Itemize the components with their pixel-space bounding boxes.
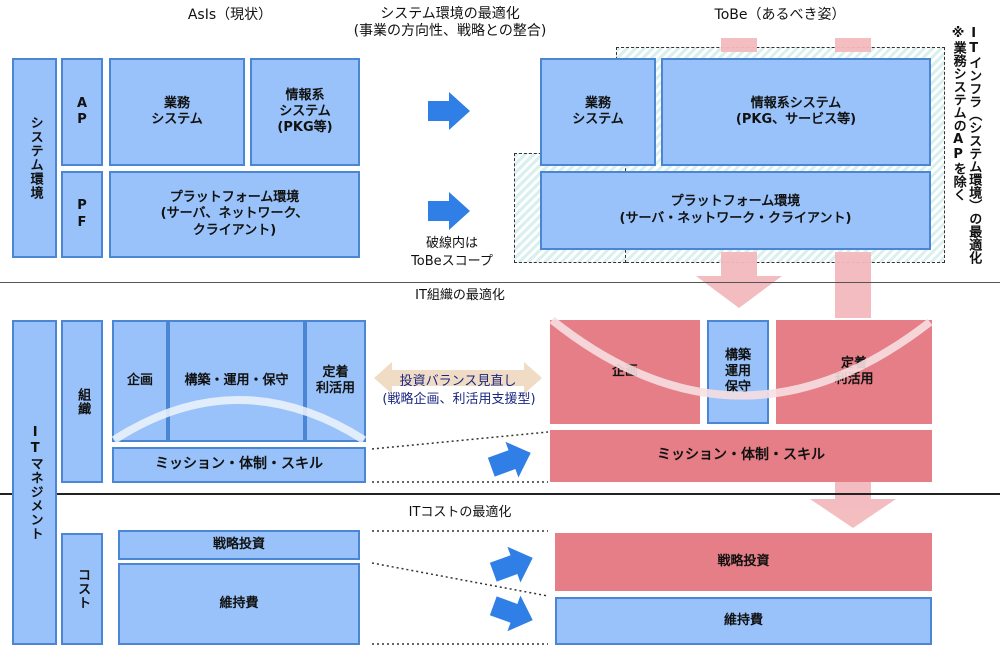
joho-system-asis: 情報系 システム (PKG等) — [250, 58, 360, 166]
it-management-label: ITマネジメント — [12, 320, 57, 645]
cost-label: コスト — [61, 533, 103, 645]
senryaku-tobe: 戦略投資 — [555, 533, 932, 591]
gyomu-system-tobe: 業務 システム — [540, 58, 656, 166]
balance-title: 投資バランス見直し — [399, 374, 517, 389]
separator-top — [0, 282, 1000, 283]
asis-header: AsIs（現状） — [187, 7, 273, 23]
mission-tobe: ミッション・体制・スキル — [550, 430, 932, 482]
platform-asis: プラットフォーム環境 (サーバ、ネットワーク、 クライアント) — [109, 171, 360, 258]
kouchiku-tobe: 構築 運用 保守 — [707, 320, 769, 424]
tobe-header: ToBe（あるべき姿） — [714, 7, 846, 23]
balance-sub: (戦略企画、利活用支援型) — [382, 392, 536, 407]
separator-middle — [0, 493, 1000, 495]
ap-label: A P — [61, 58, 103, 166]
iji-tobe: 維持費 — [555, 597, 932, 645]
joho-system-tobe: 情報系システム (PKG、サービス等) — [661, 58, 931, 166]
platform-tobe: プラットフォーム環境 (サーバ・ネットワーク・クライアント) — [540, 171, 931, 250]
system-opt-header: システム環境の最適化 (事業の方向性、戦略との整合) — [353, 6, 547, 39]
system-env-label: システム環境 — [12, 58, 57, 258]
pf-label: P F — [61, 171, 103, 258]
soshiki-label: 組織 — [61, 320, 103, 483]
gyomu-system-asis: 業務 システム — [109, 58, 245, 166]
scope-note: 破線内は ToBeスコープ — [411, 236, 493, 269]
mission-asis: ミッション・体制・スキル — [112, 447, 366, 483]
iji-asis: 維持費 — [118, 563, 360, 645]
right-note: ITインフラ（システム環境）の最適化 ※業務システムのAPを除く — [950, 26, 982, 264]
cost-section-title: ITコストの最適化 — [408, 505, 512, 520]
kouchiku-asis: 構築・運用・保守 — [168, 320, 305, 442]
senryaku-asis: 戦略投資 — [118, 530, 360, 560]
org-section-title: IT組織の最適化 — [415, 288, 505, 303]
